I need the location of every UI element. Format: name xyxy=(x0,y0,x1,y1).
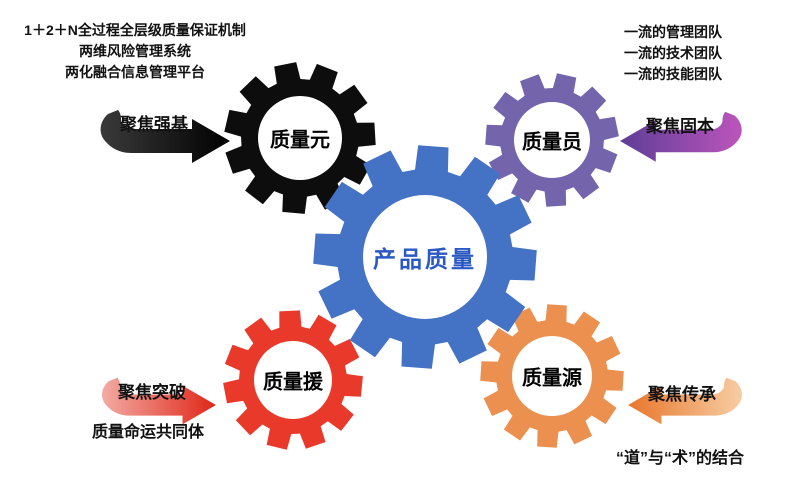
note-bottom-left: 质量命运共同体 xyxy=(92,424,205,441)
note-line: 一流的技术团队 xyxy=(624,45,722,61)
arrow-bottom-left xyxy=(102,377,216,425)
notes-top-right: 一流的管理团队 一流的技术团队 一流的技能团队 xyxy=(624,22,722,85)
arrow-top-right xyxy=(620,111,742,162)
gear-hole-top-left xyxy=(258,96,342,180)
arrow-label-bottom-left: 聚焦突破 xyxy=(118,383,186,402)
gear-hole-bottom-right xyxy=(512,336,592,416)
gear-center-hole xyxy=(363,195,487,319)
note-line: 1＋2＋N全过程全层级质量保证机制 xyxy=(24,22,246,38)
center-gear-label: 产品质量 xyxy=(373,246,477,272)
arrow-label-top-right: 聚焦固本 xyxy=(646,117,714,136)
note-bottom-right: “道”与“术”的结合 xyxy=(616,450,745,467)
note-line: 一流的技能团队 xyxy=(624,66,722,82)
gear-hole-top-right xyxy=(514,102,590,178)
arrow-label-top-left: 聚焦强基 xyxy=(120,115,188,134)
note-line: 两化融合信息管理平台 xyxy=(65,64,205,80)
arrow-top-left xyxy=(100,110,230,163)
arrow-label-bottom-right: 聚焦传承 xyxy=(648,385,716,404)
gear-label-bottom-left: 质量援 xyxy=(263,371,323,394)
gear-label-top-right: 质量员 xyxy=(522,131,582,154)
notes-top-left: 1＋2＋N全过程全层级质量保证机制 两维风险管理系统 两化融合信息管理平台 xyxy=(10,20,260,83)
note-line: 一流的管理团队 xyxy=(624,24,722,40)
arrow-bottom-right xyxy=(628,377,742,425)
gear-label-top-left: 质量元 xyxy=(270,129,330,152)
gear-label-bottom-right: 质量源 xyxy=(522,367,582,390)
gear-hole-bottom-left xyxy=(254,341,332,419)
note-line: 两维风险管理系统 xyxy=(79,43,191,59)
